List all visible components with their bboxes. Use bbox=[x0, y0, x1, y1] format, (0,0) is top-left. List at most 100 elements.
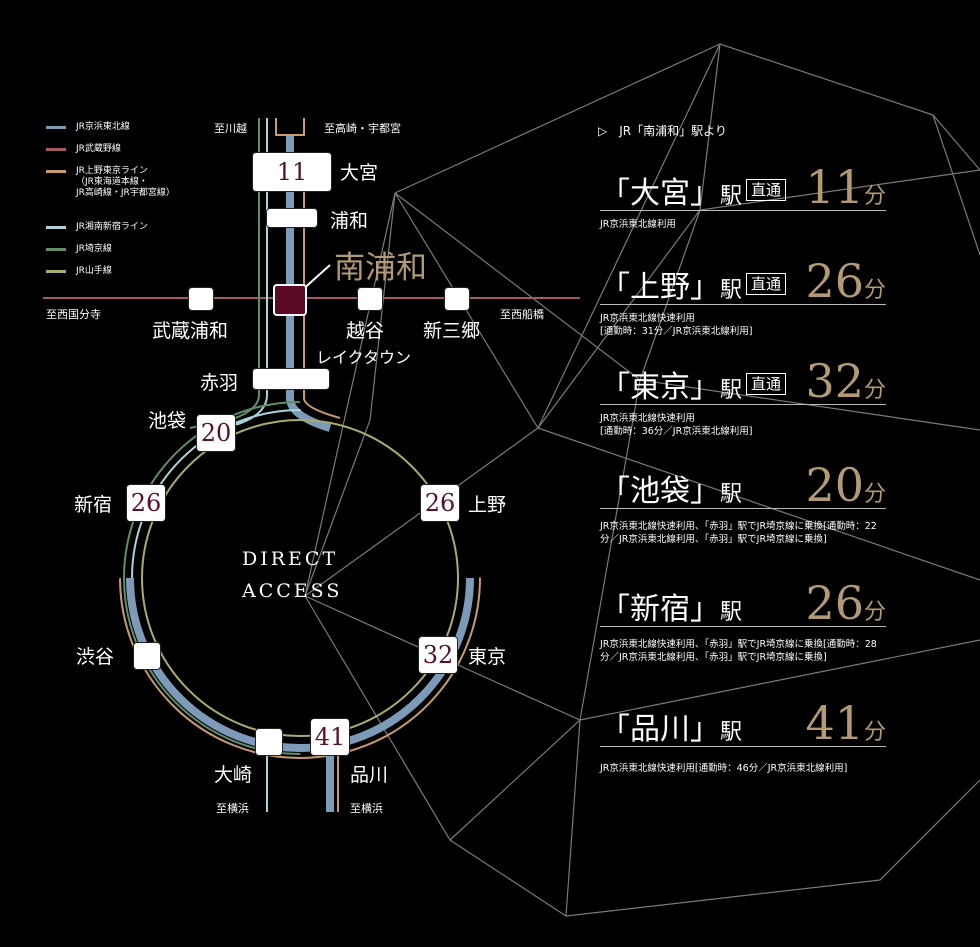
destination-station: 「東京」 bbox=[600, 370, 720, 405]
keihin-curve bbox=[286, 397, 332, 432]
minutes-value: 26 bbox=[805, 576, 864, 630]
shonan-curve bbox=[197, 394, 268, 433]
route-note: JR京浜東北線快速利用、「赤羽」駅でJR埼京線に乗換[通勤時：28分／JR京浜東… bbox=[600, 639, 877, 663]
direct-access-line2: ACCESS bbox=[242, 580, 343, 602]
station-label-tokyo: 東京 bbox=[468, 646, 507, 668]
row-divider bbox=[600, 304, 886, 305]
legend-swatch bbox=[46, 248, 66, 251]
station-label-minamiurawa: 南浦和 bbox=[334, 250, 427, 286]
station-label-laketown: レイクタウン bbox=[316, 348, 412, 367]
minutes-unit: 分 bbox=[863, 482, 886, 507]
station-label-shinmisato: 新三郷 bbox=[423, 320, 481, 342]
destination-station: 「大宮」 bbox=[600, 176, 720, 211]
destination-station: 「新宿」 bbox=[600, 592, 720, 627]
dest-nishifunabashi: 至西船橋 bbox=[500, 308, 544, 321]
station-label-urawa: 浦和 bbox=[330, 210, 369, 232]
destination-eki: 駅 bbox=[720, 184, 743, 209]
minutes-value: 41 bbox=[805, 696, 864, 750]
legend-swatch bbox=[46, 148, 66, 151]
dest-yokohama-left: 至横浜 bbox=[216, 802, 249, 815]
legend-label: JR湘南新宿ライン bbox=[76, 222, 148, 232]
minutes-value: 26 bbox=[805, 254, 864, 308]
legend-swatch bbox=[46, 270, 66, 273]
ueno-tokyo-loop bbox=[119, 397, 481, 759]
minutes-unit: 分 bbox=[863, 184, 886, 209]
yamanote-loop bbox=[141, 419, 459, 737]
destination-name: 「大宮」駅 bbox=[600, 168, 742, 212]
keihin-loop bbox=[126, 404, 474, 752]
minutes-unit: 分 bbox=[863, 278, 886, 303]
dest-takasaki: 至高崎・宇都宮 bbox=[324, 122, 401, 135]
station-marker-shinagawa: 41 bbox=[310, 718, 350, 756]
station-marker-musashiurawa bbox=[188, 287, 214, 311]
station-marker-shibuya bbox=[133, 642, 161, 670]
legend-swatch bbox=[46, 170, 66, 173]
station-marker-osaki bbox=[255, 728, 283, 756]
station-marker-ueno: 26 bbox=[420, 484, 460, 522]
direct-badge: 直通 bbox=[746, 373, 787, 395]
row-divider bbox=[600, 508, 886, 509]
row-divider bbox=[600, 210, 886, 211]
station-label-shinjuku: 新宿 bbox=[74, 494, 113, 516]
station-label-shibuya: 渋谷 bbox=[76, 646, 115, 668]
destination-station: 「品川」 bbox=[600, 712, 720, 747]
direct-badge: 直通 bbox=[746, 273, 787, 295]
row-divider bbox=[600, 626, 886, 627]
destination-name: 「品川」駅 bbox=[600, 704, 742, 748]
legend-label: JR上野東京ライン （JR東海道本線・ JR高崎線・JR宇都宮線） bbox=[76, 166, 175, 198]
destination-eki: 駅 bbox=[720, 482, 743, 507]
station-marker-omiya: 11 bbox=[252, 152, 332, 192]
station-label-akabane: 赤羽 bbox=[200, 372, 239, 394]
station-marker-koshigaya bbox=[357, 287, 383, 311]
row-divider bbox=[600, 404, 886, 405]
direct-badge: 直通 bbox=[746, 179, 787, 201]
destination-name: 「東京」駅 bbox=[600, 362, 742, 406]
row-divider bbox=[600, 746, 886, 747]
station-marker-tokyo: 32 bbox=[418, 636, 458, 674]
minutes-unit: 分 bbox=[863, 600, 886, 625]
station-label-koshigaya: 越谷 bbox=[346, 320, 385, 342]
destination-station: 「上野」 bbox=[600, 270, 720, 305]
destination-eki: 駅 bbox=[720, 600, 743, 625]
station-label-omiya: 大宮 bbox=[340, 162, 379, 184]
legend-label: JR武蔵野線 bbox=[76, 144, 121, 154]
destination-name: 「上野」駅 bbox=[600, 262, 742, 306]
station-marker-ikebukuro: 20 bbox=[196, 414, 236, 452]
travel-minutes: 26分 bbox=[805, 254, 886, 308]
dest-yokohama-right: 至横浜 bbox=[350, 802, 383, 815]
route-note: JR京浜東北線快速利用 [通勤時：36分／JR京浜東北線利用] bbox=[600, 413, 753, 437]
ueno-curve bbox=[303, 397, 341, 419]
triangle-icon: ▷ bbox=[598, 124, 620, 138]
ueno-tokyo-trunk bbox=[275, 118, 305, 136]
station-label-ueno: 上野 bbox=[468, 494, 507, 516]
route-note: JR京浜東北線利用 bbox=[600, 219, 676, 230]
destination-name: 「池袋」駅 bbox=[600, 466, 742, 510]
travel-minutes: 11分 bbox=[805, 160, 886, 214]
station-label-musashiurawa: 武蔵浦和 bbox=[152, 320, 229, 342]
minutes-value: 11 bbox=[805, 160, 864, 214]
destination-station: 「池袋」 bbox=[600, 474, 720, 509]
travel-minutes: 26分 bbox=[805, 576, 886, 630]
legend-label: JR山手線 bbox=[76, 266, 112, 276]
station-label-ikebukuro: 池袋 bbox=[148, 410, 187, 432]
minutes-unit: 分 bbox=[863, 378, 886, 403]
saikyo-loop-left bbox=[123, 401, 477, 755]
from-label: ▷ JR「南浦和」駅より bbox=[598, 122, 727, 139]
route-note: JR京浜東北線快速利用 [通勤時：31分／JR京浜東北線利用] bbox=[600, 313, 753, 337]
minutes-value: 20 bbox=[805, 458, 864, 512]
dest-nishikokubunji: 至西国分寺 bbox=[46, 308, 101, 321]
station-marker-akabane bbox=[252, 368, 330, 390]
legend-swatch bbox=[46, 126, 66, 129]
direct-access-line1: DIRECT bbox=[242, 548, 339, 570]
minutes-value: 32 bbox=[805, 354, 864, 408]
travel-minutes: 32分 bbox=[805, 354, 886, 408]
minutes-unit: 分 bbox=[863, 720, 886, 745]
travel-minutes: 41分 bbox=[805, 696, 886, 750]
station-label-shinagawa: 品川 bbox=[350, 764, 389, 786]
route-note: JR京浜東北線快速利用[通勤時：46分／JR京浜東北線利用] bbox=[600, 763, 848, 774]
station-marker-shinjuku: 26 bbox=[126, 484, 166, 522]
destination-eki: 駅 bbox=[720, 378, 743, 403]
station-marker-urawa bbox=[266, 208, 318, 228]
